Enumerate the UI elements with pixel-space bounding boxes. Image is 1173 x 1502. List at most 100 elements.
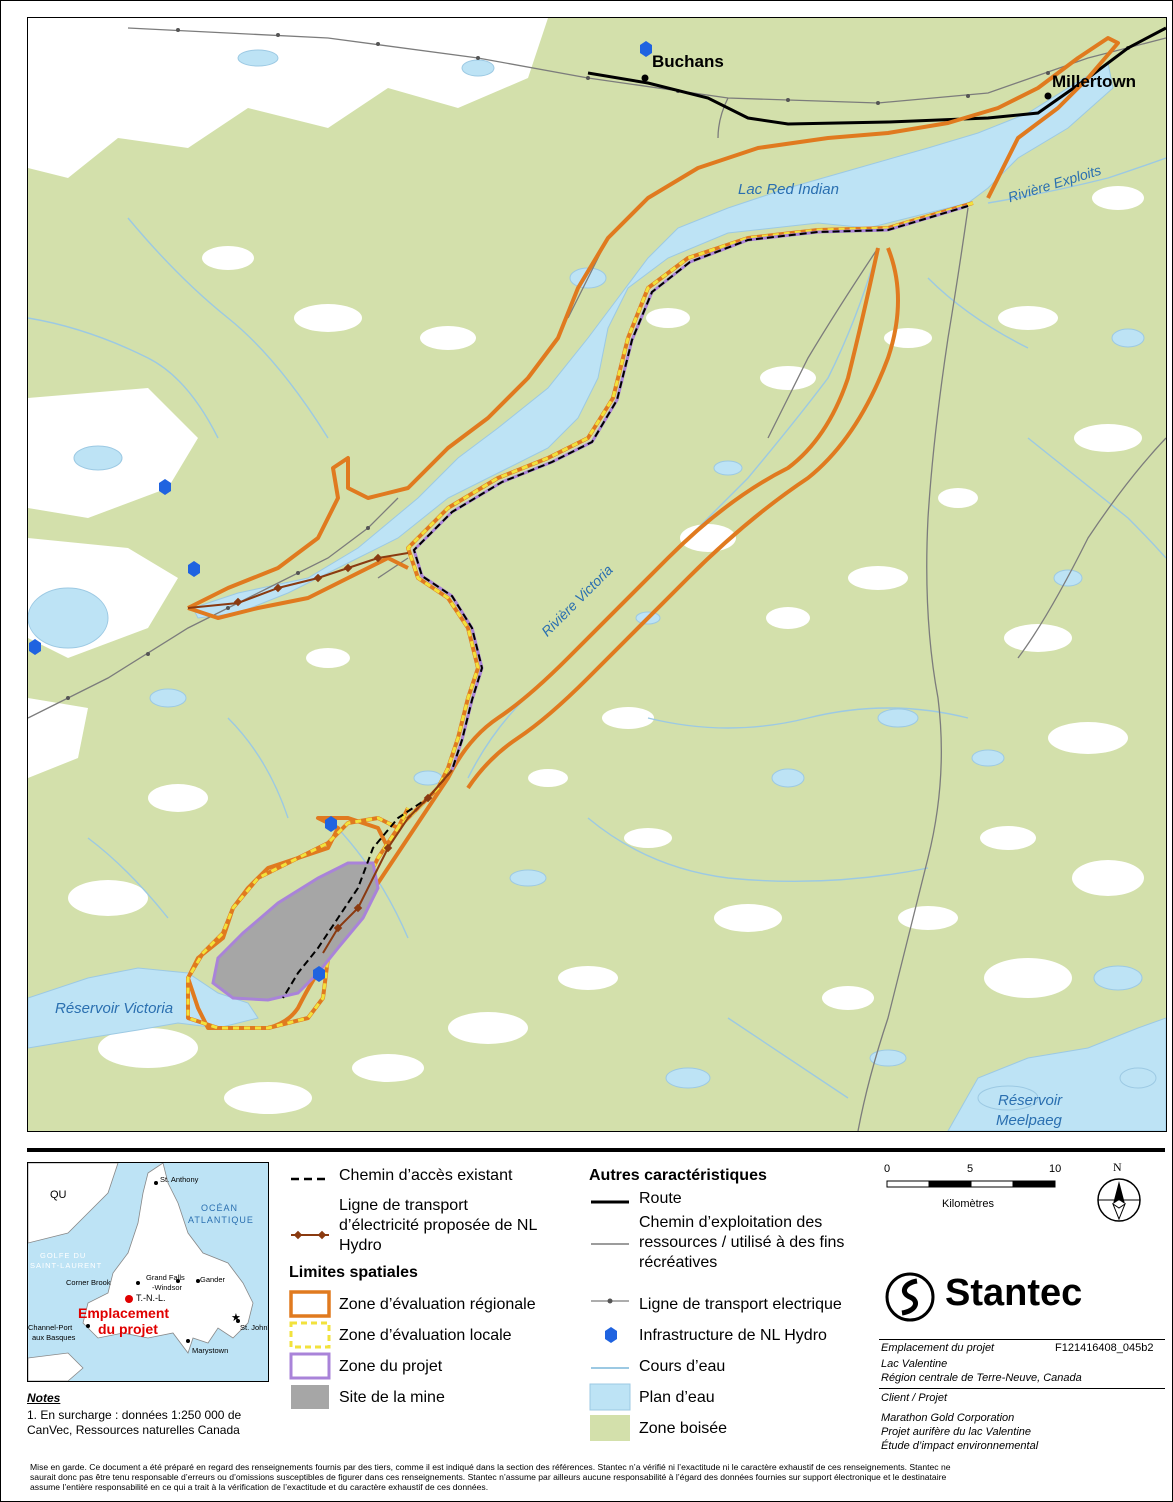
lac-red-indian-water xyxy=(192,62,1114,619)
client-line-2: Projet aurifère du lac Valentine xyxy=(881,1426,1032,1438)
scale-tick-label-5: 5 xyxy=(967,1163,974,1175)
stantec-wordmark: Stantec xyxy=(945,1272,1083,1314)
legend-label-project-zone: Zone du projet xyxy=(339,1358,443,1375)
legend-label-resource-road-2: ressources / utilisé à des fins xyxy=(639,1234,845,1251)
reservoir-meelpaeg-label-line1: Réservoir xyxy=(998,1092,1063,1109)
woodland-background xyxy=(28,18,1166,1131)
notes-title: Notes xyxy=(27,1391,61,1405)
project-location-label: Emplacement du projet xyxy=(881,1342,995,1354)
legend-label-stream: Cours d’eau xyxy=(639,1358,726,1375)
project-block-rule-top xyxy=(879,1339,1165,1340)
legend-label-water-body: Plan d’eau xyxy=(639,1389,715,1406)
regional-assessment-zone xyxy=(186,36,1120,1030)
hydro-marker-south-1 xyxy=(325,816,337,832)
legend-label-proposed-line-1: Ligne de transport xyxy=(339,1197,468,1214)
resource-roads xyxy=(377,97,1166,1131)
inset-newfoundland-land xyxy=(82,1163,254,1354)
legend-symbol-proposed-line xyxy=(291,1230,329,1240)
reservoir-meelpaeg-label-line2: Meelpaeg xyxy=(996,1112,1062,1129)
inset-label-windsor: -Windsor xyxy=(152,1283,183,1292)
inset-label-tnl: T.-N.-L. xyxy=(136,1293,166,1303)
hydro-marker-buchans xyxy=(640,41,652,57)
client-project-label: Client / Projet xyxy=(881,1392,948,1404)
disclaimer-text: Mise en garde. Ce document a été préparé… xyxy=(30,1462,1160,1492)
millertown-label: Millertown xyxy=(1052,72,1137,91)
legend-label-route: Route xyxy=(639,1190,682,1207)
legend-symbol-project-zone xyxy=(289,1352,331,1380)
hydro-marker-west-3 xyxy=(29,639,41,655)
inset-label-qu: QU xyxy=(50,1189,67,1201)
legend-label-existing-road: Chemin d’accès existant xyxy=(339,1167,513,1184)
inset-label-emplacement: Emplacement xyxy=(78,1305,170,1321)
inset-label-corner-brook: Corner Brook xyxy=(66,1278,111,1287)
inset-map[interactable]: ★ QU OCÉAN ATLANTIQUE GOLFE DU SAINT-LAU… xyxy=(27,1162,269,1382)
legend-symbol-stream xyxy=(591,1367,629,1369)
proposed-transmission-line-south xyxy=(322,769,453,954)
inset-label-aux-basques: aux Basques xyxy=(32,1333,76,1342)
inset-label-marystown: Marystown xyxy=(192,1346,229,1355)
north-arrow-icon xyxy=(1097,1178,1141,1222)
legend-label-proposed-line-3: Hydro xyxy=(339,1237,382,1254)
existing-access-road xyxy=(282,205,969,999)
inset-label-saint-laurent: SAINT-LAURENT xyxy=(30,1261,103,1270)
nl-hydro-infrastructure-markers xyxy=(29,41,652,982)
disclaimer-line-1: Mise en garde. Ce document a été préparé… xyxy=(30,1462,951,1472)
inset-label-du-projet: du projet xyxy=(98,1321,158,1337)
scale-tick-label-10: 10 xyxy=(1049,1163,1062,1175)
reservoir-victoria-water xyxy=(28,967,259,1049)
scale-bar xyxy=(886,1180,1056,1188)
legend-label-proposed-line-2: d’électricité proposée de NL xyxy=(339,1217,538,1234)
inset-label-ne: N.-É. xyxy=(32,1363,55,1374)
mine-site-area xyxy=(211,861,380,1002)
inset-label-gander: Gander xyxy=(200,1275,226,1284)
inset-label-st-johns: St. John's xyxy=(240,1323,268,1332)
inset-city-dots xyxy=(86,1181,240,1343)
inset-label-ocean: OCÉAN xyxy=(201,1203,239,1213)
legend-label-electric-line: Ligne de transport electrique xyxy=(639,1296,842,1313)
route-road xyxy=(587,26,1166,126)
legend-symbol-woodland xyxy=(590,1415,630,1441)
project-figure-id: F121416408_045b2 xyxy=(1055,1342,1154,1354)
scale-unit-label: Kilomètres xyxy=(942,1198,994,1210)
legend-label-local-zone: Zone d’évaluation locale xyxy=(339,1327,512,1344)
inset-label-channel-port: Channel-Port xyxy=(28,1323,73,1332)
client-line-3: Étude d’impact environnemental xyxy=(881,1440,1039,1452)
client-line-1: Marathon Gold Corporation xyxy=(881,1412,1015,1424)
hydro-marker-south-2 xyxy=(313,966,325,982)
main-map[interactable]: Buchans Millertown Lac Red Indian Rivièr… xyxy=(27,17,1167,1132)
project-location-line-2: Région centrale de Terre-Neuve, Canada xyxy=(881,1372,1082,1384)
disclaimer-line-3: assume l’entière responsabilité en ce qu… xyxy=(30,1482,489,1492)
project-location-line-1: Lac Valentine xyxy=(881,1358,948,1370)
millertown-town-dot xyxy=(1044,92,1052,100)
legend-symbol-electric-line xyxy=(591,1298,629,1304)
project-block-rule-mid xyxy=(879,1388,1165,1389)
hydro-marker-west-1 xyxy=(159,479,171,495)
legend-symbol-resource-road xyxy=(591,1243,629,1245)
water-bodies xyxy=(28,49,1166,1131)
notes-line-2: CanVec, Ressources naturelles Canada xyxy=(27,1423,240,1437)
buchans-town-dot xyxy=(641,74,649,82)
legend-label-mine-site: Site de la mine xyxy=(339,1389,445,1406)
inset-label-grand-falls: Grand Falls xyxy=(146,1273,185,1282)
stantec-logo-icon xyxy=(885,1272,935,1322)
inset-map-canvas: ★ xyxy=(28,1163,254,1381)
legend-symbol-mine-site xyxy=(291,1385,329,1409)
legend-heading-other: Autres caractéristiques xyxy=(589,1167,767,1184)
disclaimer-line-2: saurait donc pas être tenu responsable d… xyxy=(30,1472,947,1482)
legend-heading-spatial: Limites spatiales xyxy=(289,1264,418,1281)
proposed-transmission-line-towers xyxy=(233,553,433,933)
legend-symbol-hydro-infra xyxy=(605,1327,617,1343)
inset-nova-scotia-land xyxy=(28,1352,84,1381)
legend-symbol-local-zone xyxy=(289,1321,331,1349)
legend-symbol-water-body xyxy=(589,1383,631,1411)
north-arrow-letter: N xyxy=(1113,1160,1122,1174)
map-canvas[interactable] xyxy=(28,18,1166,1131)
legend-panel: ★ QU OCÉAN ATLANTIQUE GOLFE DU SAINT-LAU… xyxy=(27,1148,1165,1462)
inset-quebec-land xyxy=(28,1163,119,1244)
legend-label-resource-road-3: récréatives xyxy=(639,1254,718,1271)
inset-label-golfe: GOLFE DU xyxy=(40,1251,87,1260)
legend-symbol-regional-zone xyxy=(289,1290,331,1318)
inset-label-atlantique: ATLANTIQUE xyxy=(188,1215,254,1225)
buchans-label: Buchans xyxy=(652,52,724,71)
legend-label-regional-zone: Zone d’évaluation régionale xyxy=(339,1296,536,1313)
